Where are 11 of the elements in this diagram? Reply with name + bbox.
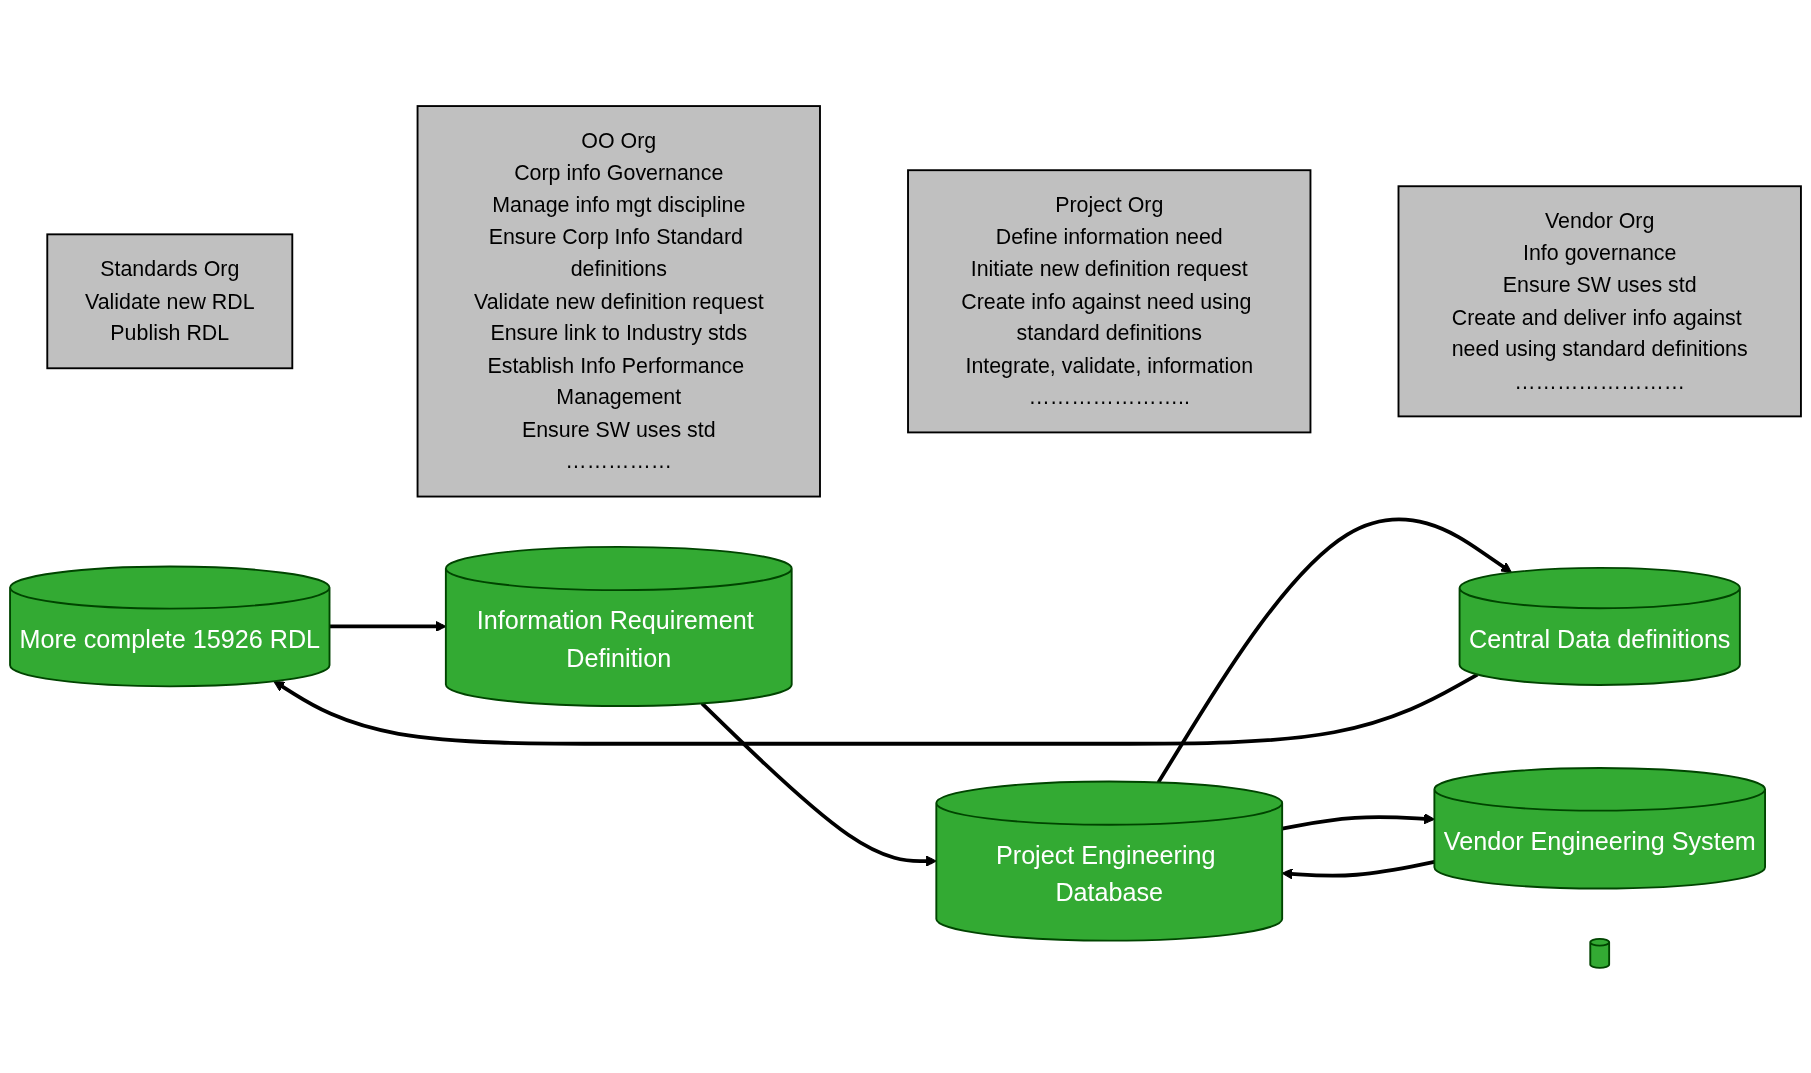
- node-box: Vendor Org Info governance Ensure SW uses std Create and deliver info against need using standard definitions ……………………: [1397, 184, 1802, 417]
- arrow: [273, 672, 1479, 746]
- arrow: [329, 620, 447, 632]
- node-box: OO Org Corp info Governance Manage info mgt discipline Ensure Corp Info Standard definitions Validate new definition request Ensure link to Industry stds Establish Info Performance Management Ensure SW uses std ……………: [416, 104, 821, 498]
- arrow: [700, 701, 937, 867]
- arrow: [1156, 517, 1512, 783]
- arrow: [1281, 859, 1435, 879]
- node-box: Standards Org Validate new RDL Publish RDL: [46, 232, 294, 369]
- node-box: Project Org Define information need Initiate new definition request Create info against need using standard definitions Integrate, validate, information …………………..: [907, 168, 1312, 433]
- node-cylinder: [1589, 937, 1611, 969]
- arrow: [1281, 812, 1435, 830]
